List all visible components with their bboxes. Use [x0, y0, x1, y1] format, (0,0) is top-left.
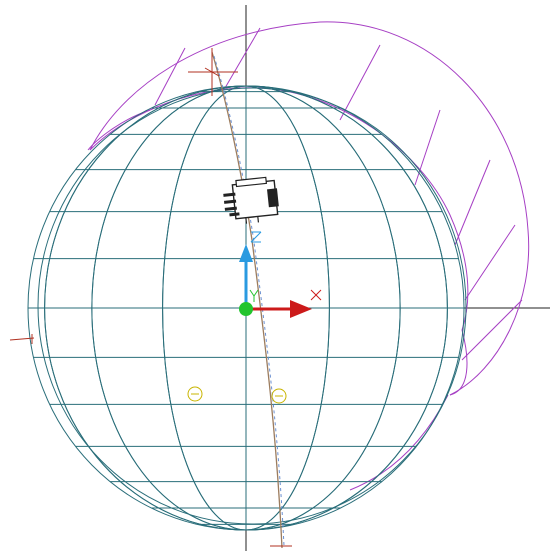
ucs-icon[interactable]: [239, 231, 322, 318]
ucs-x-arrowhead: [290, 300, 312, 318]
swept-rung: [339, 44, 381, 121]
ucs-z-arrowhead: [239, 244, 253, 262]
ucs-origin: [239, 302, 253, 316]
swept-rung: [414, 109, 441, 186]
swept-rung: [224, 27, 261, 89]
swept-rung: [154, 47, 186, 106]
swept-rung: [461, 299, 523, 361]
swept-edge: [87, 109, 151, 151]
swept-profile-surface: [87, 21, 530, 491]
camera-glyph-icon[interactable]: [222, 176, 280, 225]
swept-edge: [449, 329, 468, 396]
swept-edge: [349, 394, 449, 491]
swept-rung: [464, 224, 516, 301]
swept-edge: [89, 87, 469, 331]
point-markers[interactable]: [187, 386, 287, 404]
sphere-wireframe: [27, 85, 467, 531]
end-markers: [9, 48, 292, 547]
path-curve: [211, 51, 285, 549]
swept-edge: [89, 21, 530, 396]
swept-rung: [454, 159, 491, 246]
